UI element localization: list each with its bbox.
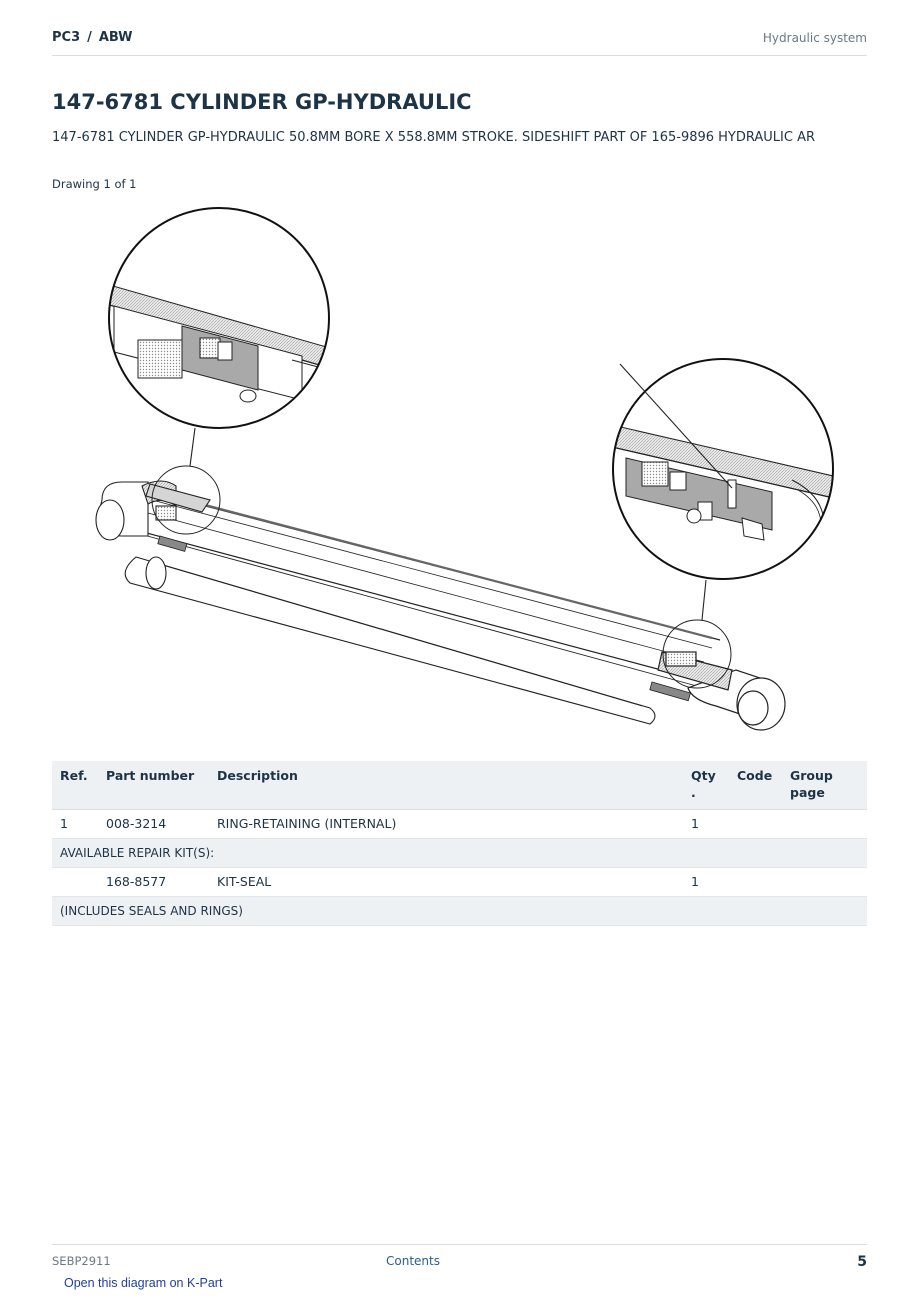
right-end-mount (657, 651, 786, 731)
cell-code (729, 809, 782, 839)
detail-view-right (613, 359, 833, 579)
kit-includes-row: (INCLUDES SEALS AND RINGS) (52, 896, 867, 926)
breadcrumb-code: ABW (98, 30, 133, 45)
header-description: Description (209, 761, 683, 810)
breadcrumb: PC3 / ABW (52, 30, 132, 45)
page-title: 147-6781 CYLINDER GP-HYDRAULIC (52, 90, 472, 114)
kit-includes: (INCLUDES SEALS AND RINGS) (52, 896, 867, 926)
kit-note-row: AVAILABLE REPAIR KIT(S): (52, 838, 867, 868)
cell-ref: 1 (52, 809, 98, 839)
cell-code (729, 867, 782, 897)
header-group-page: Group page (782, 761, 867, 810)
cell-group-page (782, 809, 867, 839)
document-id: SEBP2911 (52, 1254, 111, 1268)
detail-marker-right (662, 619, 732, 689)
parts-diagram[interactable] (52, 200, 867, 745)
kit-note: AVAILABLE REPAIR KIT(S): (52, 838, 867, 868)
cell-description: KIT-SEAL (209, 867, 683, 897)
cell-ref (52, 867, 98, 897)
breadcrumb-model: PC3 (52, 30, 81, 45)
table-header-row: Ref. Part number Description Qty . Code … (52, 761, 867, 810)
open-kpart-link[interactable]: Open this diagram on K-Part (64, 1276, 223, 1290)
callout-leader-line (619, 363, 733, 489)
header-ref: Ref. (52, 761, 98, 810)
header-qty: Qty . (683, 761, 729, 810)
header-part-number: Part number (98, 761, 209, 810)
contents-link[interactable]: Contents (386, 1254, 440, 1268)
header-code: Code (729, 761, 782, 810)
table-row: 168-8577 KIT-SEAL 1 (52, 867, 867, 897)
cell-part-number[interactable]: 168-8577 (98, 867, 209, 897)
cell-qty: 1 (683, 809, 729, 839)
page-header: PC3 / ABW Hydraulic system (52, 28, 867, 56)
parts-table: Ref. Part number Description Qty . Code … (52, 761, 867, 926)
page-footer: SEBP2911 Contents 5 (52, 1244, 867, 1274)
part-description: 147-6781 CYLINDER GP-HYDRAULIC 50.8MM BO… (52, 130, 816, 145)
page-number: 5 (857, 1254, 867, 1270)
cell-qty: 1 (683, 867, 729, 897)
cylinder-drawing (95, 207, 834, 731)
section-name: Hydraulic system (762, 31, 867, 45)
cell-description: RING-RETAINING (INTERNAL) (209, 809, 683, 839)
detail-marker-left (151, 465, 221, 535)
piston-rod (124, 556, 656, 725)
table-row: 1 008-3214 RING-RETAINING (INTERNAL) 1 (52, 809, 867, 839)
drawing-count: Drawing 1 of 1 (52, 177, 137, 191)
breadcrumb-separator: / (87, 30, 92, 45)
cell-part-number[interactable]: 008-3214 (98, 809, 209, 839)
detail-view-left (109, 208, 329, 428)
cell-group-page (782, 867, 867, 897)
left-end-mount (95, 480, 211, 541)
